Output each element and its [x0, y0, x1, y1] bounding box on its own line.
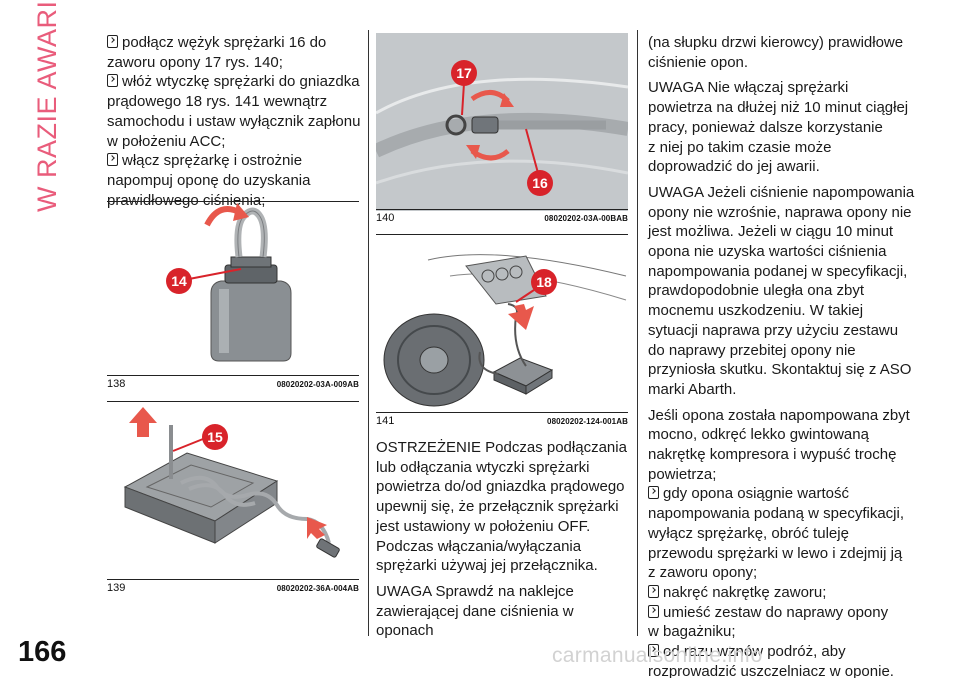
column-2-text: OSTRZEŻENIE Podczas podłączania lub odłą… — [376, 438, 634, 641]
text-line: napompowania podanej w specyfikacji, — [648, 262, 908, 280]
figure-code: 08020202-03A-009AB — [276, 380, 359, 389]
text-line: w położeniu ACC; — [107, 132, 226, 150]
text-line: nakrętkę kompresora i wypuść trochę — [648, 446, 897, 464]
bullet-item: od razu wznów podróż, aby — [648, 642, 928, 662]
text-line: z zaworu opony; — [648, 564, 758, 582]
text-line: jest możliwa. Jeżeli w ciągu 10 minut — [648, 223, 894, 241]
figure-number: 138 — [107, 378, 126, 390]
figure-bottom-rule — [376, 209, 628, 210]
text-line: powietrza na dłużej niż 10 minut ciągłej — [648, 99, 909, 117]
callout-18: 18 — [536, 274, 552, 290]
text-line: Jeśli opona została napompowana zbyt — [648, 406, 910, 424]
text-line: pracy, ponieważ dalsze korzystanie — [648, 118, 883, 136]
figure-number: 139 — [107, 582, 126, 594]
text-line: rozprowadzić uszczelniacz w oponie. — [648, 662, 894, 678]
figure-number: 140 — [376, 212, 395, 224]
text-line: w bagażniku; — [648, 623, 736, 641]
text-line: lub odłączania wtyczki sprężarki — [376, 458, 590, 476]
checkbox-bullet-icon — [107, 35, 118, 48]
text-line: Podczas włączania/wyłączania — [376, 537, 582, 555]
text-line: mocno, odkręć lekko gwintowaną — [648, 426, 869, 444]
callout-15: 15 — [207, 429, 223, 445]
checkbox-bullet-icon — [648, 644, 659, 658]
figure-bottom-rule — [107, 375, 359, 376]
figure-number: 141 — [376, 415, 395, 427]
bullet-item: umieść zestaw do naprawy opony — [648, 603, 928, 623]
note-line: UWAGA Jeżeli ciśnienie napompowania — [648, 183, 915, 201]
text-line: powietrza do/od gniazdka prądowego — [376, 478, 625, 496]
figure-bottom-rule — [107, 579, 359, 580]
callout-14: 14 — [171, 273, 187, 289]
text-line: upewnij się, że przełącznik sprężarki — [376, 498, 619, 516]
column-divider-2 — [637, 30, 638, 636]
text-line: jest ustawiony w położeniu OFF. — [376, 517, 591, 535]
bullet-item: włóż wtyczkę sprężarki do gniazdka — [107, 72, 367, 92]
sealant-bottle-illustration: 14 — [166, 203, 292, 362]
callout-16: 16 — [532, 175, 548, 191]
figure-138: 14 138 08020202-03A-009AB — [107, 201, 359, 390]
figure-code: 08020202-03A-00BAB — [544, 214, 628, 223]
text-line: opony nie wzrośnie, naprawa opony nie — [648, 203, 912, 221]
text-line: opona nie uzyska wartości ciśnienia — [648, 243, 887, 261]
checkbox-bullet-icon — [648, 584, 659, 598]
section-title: W RAZIE AWARII — [32, 0, 62, 212]
figure-code: 08020202-124-001AB — [547, 417, 628, 426]
checkbox-bullet-icon — [648, 486, 659, 500]
figure-top-rule — [107, 201, 359, 202]
valve-connection-illustration: 17 16 — [376, 33, 628, 211]
figure-139: 15 139 08020202-36A-004AB — [107, 401, 359, 594]
text-line: napompuj oponę do uzyskania — [107, 171, 311, 189]
watermark: carmanualsonline.info — [552, 644, 763, 667]
bullet-item: nakręć nakrętkę zaworu; — [648, 583, 928, 603]
text-line: do naprawy przebitej opony nie — [648, 341, 856, 359]
note-line: UWAGA Sprawdź na naklejce — [376, 582, 574, 600]
socket-compressor-tyre-illustration: 18 — [383, 254, 627, 407]
text-line: wyłącz sprężarkę, obróć tuleję — [648, 524, 849, 542]
text-line: przewodu sprężarki w lewo i zdejmij ją — [648, 544, 903, 562]
compressor-hose-illustration: 15 — [123, 407, 340, 558]
column-divider-1 — [368, 30, 369, 636]
text-line: (na słupku drzwi kierowcy) prawidłowe — [648, 34, 904, 51]
text-line: doprowadzić do jej awarii. — [648, 158, 820, 176]
checkbox-bullet-icon — [107, 153, 118, 167]
figure-top-rule — [107, 401, 359, 402]
figure-top-rule — [376, 234, 628, 235]
text-line: sytuacji naprawa przy użyciu zestawu — [648, 321, 899, 339]
column-3-text: (na słupku drzwi kierowcy) prawidłowe ci… — [648, 33, 928, 678]
text-line: zaworu opony 17 rys. 140; — [107, 53, 283, 71]
text-line: napompowania podaną w specyfikacji, — [648, 505, 904, 523]
bullet-item: gdy opona osiągnie wartość — [648, 484, 928, 504]
text-line: marki Abarth. — [648, 380, 737, 398]
callout-17: 17 — [456, 65, 472, 81]
text-line: prawidłowego ciśnienia; — [107, 191, 266, 209]
text-line: prawdopodobnie uległa ona zbyt — [648, 282, 864, 300]
text-line: przyniosła skutku. Skontaktuj się z ASO — [648, 361, 912, 379]
warning-line: OSTRZEŻENIE Podczas podłączania — [376, 439, 627, 456]
text-line: powietrza; — [648, 465, 717, 483]
bullet-item: włącz sprężarkę i ostrożnie — [107, 151, 367, 171]
page-number: 166 — [18, 636, 67, 668]
text-line: ciśnienie opon. — [648, 53, 749, 71]
text-line: prądowego 18 rys. 141 wewnątrz — [107, 93, 328, 111]
text-line: zawierającej dane ciśnienia w oponach — [376, 602, 574, 640]
text-line: samochodu i ustaw wyłącznik zapłonu — [107, 112, 361, 130]
checkbox-bullet-icon — [648, 604, 659, 618]
figure-141: 18 141 08020202-124-001AB — [376, 234, 628, 430]
note-line: UWAGA Nie włączaj sprężarki — [648, 79, 849, 97]
figure-bottom-rule — [376, 412, 628, 413]
figure-140: 17 16 140 08020202-03A-00BAB — [376, 33, 628, 225]
column-1-text: podłącz wężyk sprężarki 16 do zaworu opo… — [107, 33, 367, 210]
checkbox-bullet-icon — [107, 74, 118, 88]
figure-code: 08020202-36A-004AB — [276, 584, 359, 593]
text-line: sprężarki używaj jej przełącznika. — [376, 557, 598, 575]
bullet-item: podłącz wężyk sprężarki 16 do — [107, 33, 367, 53]
text-line: z niej po takim czasie może — [648, 138, 832, 156]
section-tab: W RAZIE AWARII — [30, 0, 80, 212]
text-line: mocnemu uszkodzeniu. W takiej — [648, 302, 864, 320]
